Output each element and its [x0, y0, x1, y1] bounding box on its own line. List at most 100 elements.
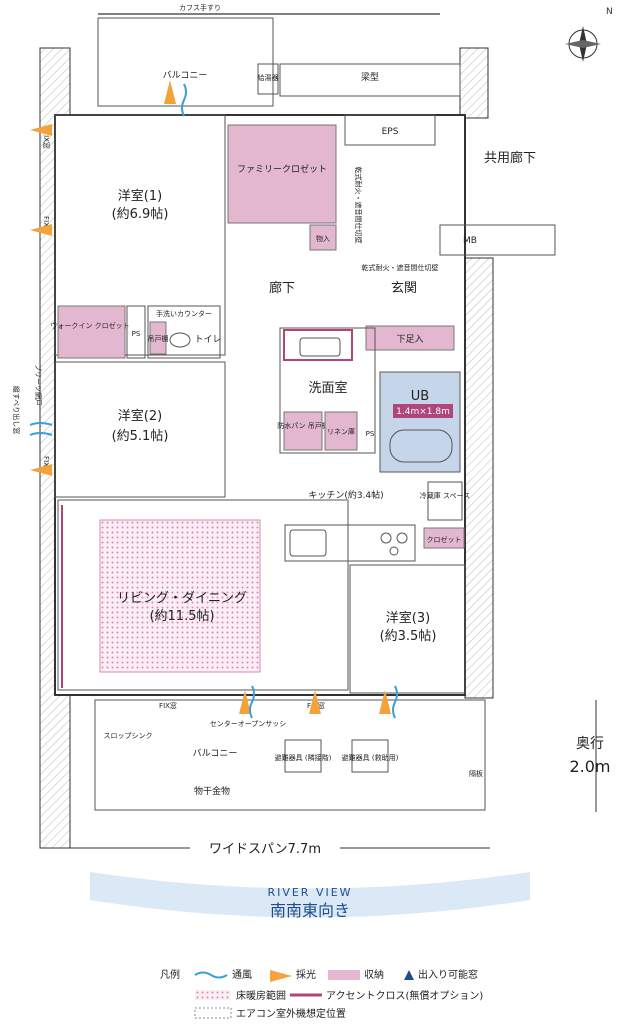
- hanging-shelf: [149, 321, 167, 355]
- western-room-2-name: 洋室(2): [118, 408, 162, 424]
- western-room-2-size: (約5.1帖): [112, 429, 169, 444]
- evac-device-1: [284, 739, 322, 773]
- compass-icon: N: [565, 7, 613, 62]
- door-icon: [404, 970, 414, 980]
- water-heater-label: 給湯器: [258, 73, 279, 82]
- fix-side-label-1: FIX窓: [42, 131, 51, 149]
- shoe-box: [365, 325, 455, 351]
- walk-in-closet: [57, 305, 126, 359]
- entrance-label: 玄関: [391, 281, 417, 296]
- linen-storage: [324, 411, 358, 451]
- family-closet: [227, 124, 337, 224]
- toilet-label: トイレ: [194, 335, 221, 345]
- kitchen-label: キッチン(約3.4帖): [308, 489, 383, 501]
- facing-label: 南南東向き: [270, 901, 350, 920]
- legend: 凡例 通風 採光 収納 出入り可能窓 床暖房範囲 アクセントクロス(無償オプショ…: [160, 968, 483, 1020]
- burner-icon-2: [396, 532, 408, 544]
- floor-heating-area: [99, 519, 261, 673]
- ub-size-badge: [393, 404, 453, 418]
- closet-label: クロゼット: [427, 535, 462, 544]
- burner-icon-3: [389, 546, 399, 556]
- legend-door: 出入り可能窓: [418, 968, 478, 981]
- unit-bath: [379, 371, 461, 473]
- linen-label: リネン庫: [327, 427, 355, 436]
- fridge-label: 冷蔵庫 スペース: [420, 491, 470, 500]
- western-room-3-size: (約3.5帖): [380, 629, 437, 644]
- beam-label: 梁型: [361, 71, 379, 83]
- western-room-3-name: 洋室(3): [386, 610, 430, 626]
- wind-icon: [194, 971, 228, 979]
- center-open-label: センターオープンサッシ: [210, 719, 287, 728]
- western-room-1: [54, 114, 226, 356]
- side-window-label: 縦すべり出し窓: [12, 386, 21, 435]
- right-wall: [464, 257, 494, 699]
- floor-heating-swatch: [195, 990, 231, 1000]
- common-corridor-label: 共用廊下: [484, 150, 536, 166]
- fix-window-label-1: FIX窓: [159, 701, 177, 710]
- beam: [279, 63, 461, 97]
- laundry-label: 物干金物: [194, 785, 230, 797]
- legend-storage: 収納: [364, 968, 384, 981]
- ps-box-1: [126, 305, 146, 359]
- pleats-label: プリーツ網戸: [34, 364, 43, 406]
- bottom-balcony-label: バルコニー: [193, 748, 238, 759]
- bottom-balcony: [94, 699, 486, 811]
- living-size: (約11.5帖): [149, 609, 214, 624]
- depth-value: 2.0m: [569, 757, 610, 776]
- water-heater: [257, 63, 279, 95]
- legend-wind: 通風: [232, 969, 252, 981]
- storage-in: [309, 224, 337, 251]
- family-closet-label: ファミリークロゼット: [237, 163, 327, 175]
- toilet-room: [147, 305, 221, 359]
- hanging-shelf-label: 吊戸棚: [148, 334, 169, 343]
- ub-label: UB: [411, 389, 429, 404]
- river-view-label: RIVER VIEW: [267, 886, 352, 899]
- orientation-banner: [90, 872, 530, 918]
- evac-device-2: [351, 739, 389, 773]
- walk-in-closet-label: ウォークイン クロゼット: [50, 321, 129, 330]
- closet: [423, 527, 465, 549]
- living-name: リビング・ダイニング: [117, 591, 247, 606]
- shoe-box-label: 下足入: [396, 334, 423, 345]
- washroom: [279, 327, 376, 454]
- svg-text:N: N: [606, 7, 613, 17]
- mb-label: MB: [463, 236, 477, 246]
- mb-box: [439, 224, 556, 256]
- western-room-1-name: 洋室(1): [118, 188, 162, 204]
- storage-in-label: 物入: [316, 234, 330, 243]
- legend-title: 凡例: [160, 968, 180, 981]
- legend-accent: アクセントクロス(無償オプション): [326, 989, 483, 1002]
- handrail-label: カフス手すり: [179, 3, 221, 12]
- light-markers: [30, 80, 391, 714]
- burner-icon-1: [380, 532, 392, 544]
- waterproof-pan: [283, 411, 323, 451]
- ub-size: 1.4m×1.8m: [396, 407, 450, 417]
- storage-swatch: [328, 970, 360, 980]
- fridge-space: [427, 481, 463, 521]
- washroom-label: 洗面室: [308, 380, 347, 396]
- slop-sink-label: スロップシンク: [104, 732, 153, 740]
- evac-label-2: 避難器具 (救助用): [342, 753, 399, 762]
- fix-side-label-3: FIX窓: [42, 456, 51, 474]
- ps-label-1: PS: [132, 330, 141, 338]
- wash-basin-icon: [299, 337, 341, 357]
- right-upper-wall: [459, 47, 489, 119]
- corridor-label: 廊下: [269, 280, 295, 296]
- kitchen-counter: [284, 524, 416, 562]
- depth-label: 奥行: [576, 735, 604, 752]
- western-room-3: [349, 564, 466, 694]
- hand-wash-label: 手洗いカウンター: [156, 309, 212, 318]
- ac-swatch: [194, 1007, 232, 1019]
- wind-markers: [29, 83, 398, 719]
- western-room-2: [54, 361, 226, 498]
- top-balcony-label: バルコニー: [163, 70, 208, 81]
- light-icon: [270, 970, 292, 982]
- bathtub-icon: [389, 429, 453, 463]
- western-room-1-size: (約6.9帖): [112, 207, 169, 222]
- living-dining: [57, 499, 349, 691]
- ps-label-2: PS: [366, 430, 375, 438]
- legend-floor-heating: 床暖房範囲: [236, 989, 286, 1002]
- fix-side-label-2: FIX窓: [42, 216, 51, 234]
- waterproof-pan-label: 防水パン 吊戸棚: [277, 421, 329, 430]
